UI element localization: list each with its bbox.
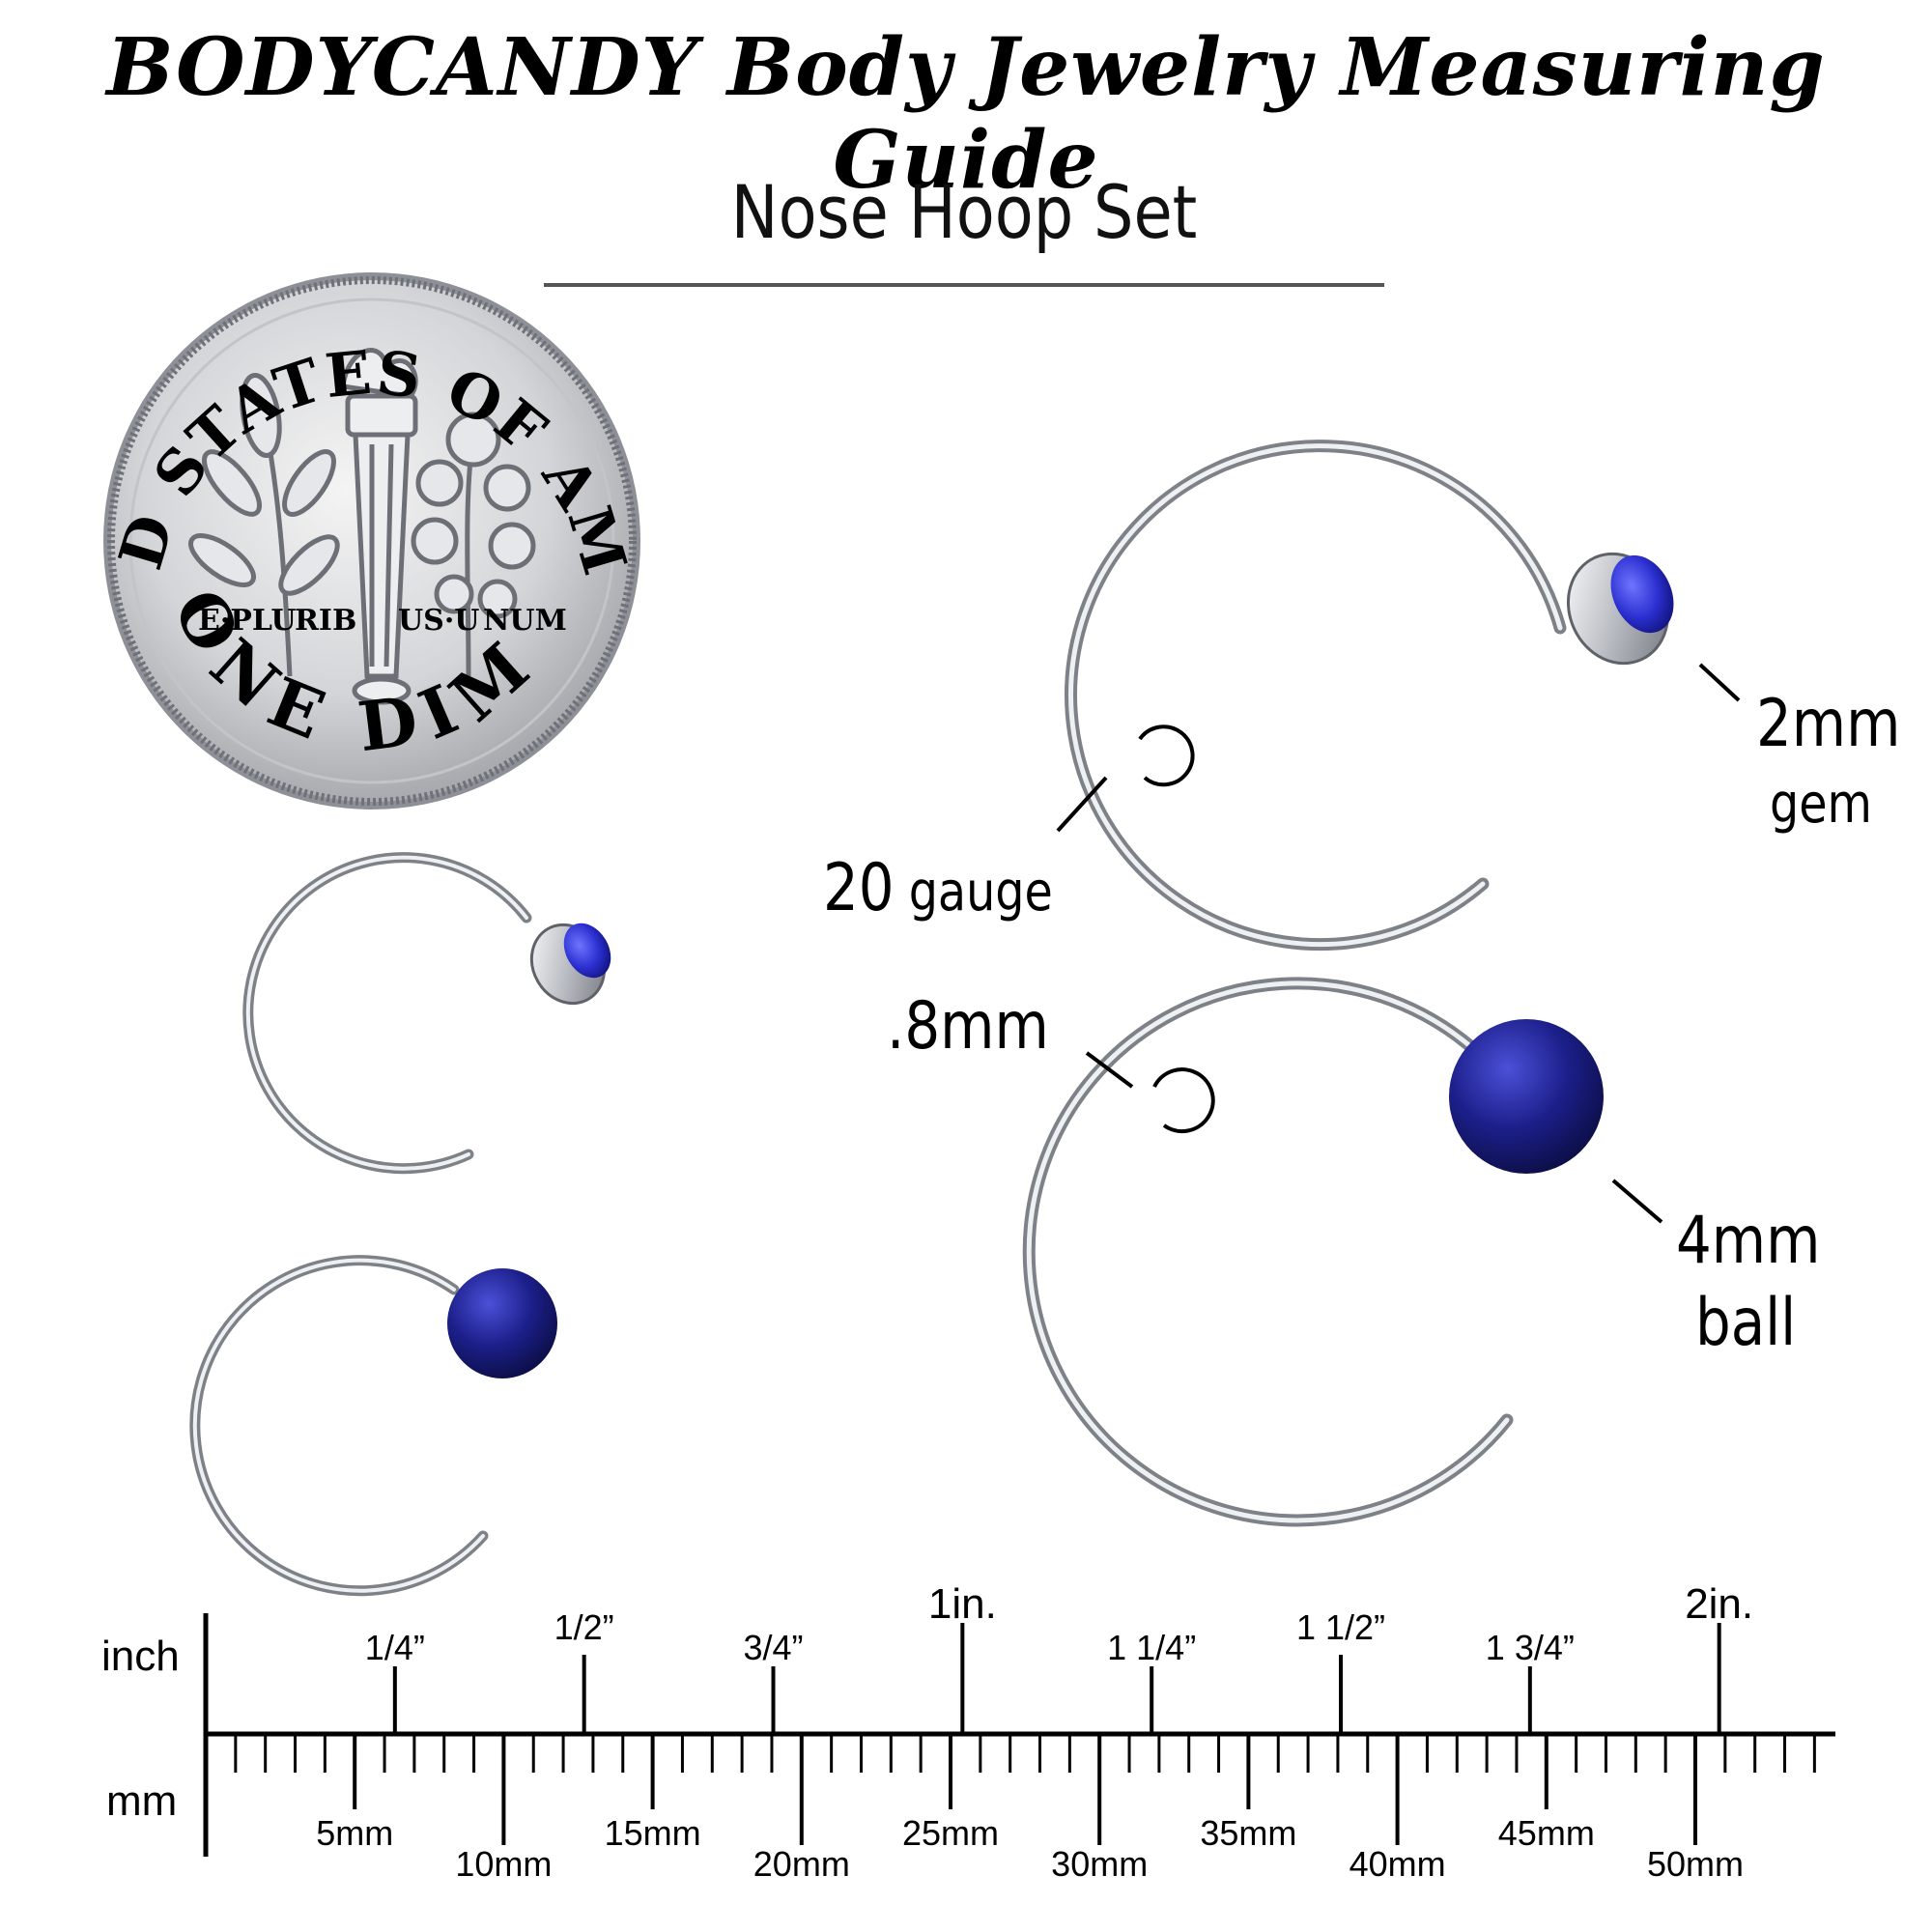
inch-tick-label: 1 3/4” — [1486, 1628, 1575, 1667]
mm-tick-label: 20mm — [753, 1844, 850, 1884]
coin-motto-1: E·PLU — [198, 604, 296, 638]
mm-tick-label: 25mm — [902, 1813, 999, 1853]
mm-tick-label: 35mm — [1200, 1813, 1296, 1853]
ruler-mm-label: mm — [106, 1777, 178, 1825]
mm-tick-label: 15mm — [605, 1813, 701, 1853]
inch-tick-label: 3/4” — [743, 1628, 803, 1667]
inch-tick-label: 1 1/2” — [1296, 1607, 1385, 1647]
guide-subtitle: Nose Hoop Set — [730, 169, 1198, 255]
coin-motto-4: NUM — [483, 604, 567, 638]
coin-motto-2: RIB — [295, 604, 356, 638]
oak-branch-icon — [411, 412, 536, 677]
ruler: 5mm10mm15mm20mm25mm30mm35mm40mm45mm50mm … — [203, 1580, 1835, 1884]
small-gem-hoop — [242, 852, 611, 1175]
mm-tick-label: 5mm — [316, 1813, 393, 1853]
small-ball-hoop — [189, 1255, 557, 1597]
mm-tick-label: 40mm — [1350, 1844, 1446, 1884]
thickness-label: .8mm — [887, 988, 1049, 1065]
gem-size-label: 2mm — [1756, 686, 1901, 762]
mm-ticks: 5mm 10mm 15mm 20mm 25mm 30mm 35mm 40mm 45mm 50mm — [234, 1734, 1816, 1884]
gauge-word: gauge — [908, 861, 1053, 923]
torch-icon — [340, 348, 418, 705]
mm-tick-label: 45mm — [1498, 1813, 1595, 1853]
inch-ticks: 1/4” 1/2” 3/4” 1in. 1 1/4” 1 1/2” 1 3/4” 2in. — [365, 1580, 1753, 1734]
mm-tick-label: 30mm — [1051, 1844, 1148, 1884]
olive-branch-icon — [188, 373, 340, 677]
gauge-number: 20 — [823, 850, 895, 926]
inch-tick-label: 1 1/4” — [1107, 1628, 1196, 1667]
small-ball-bead — [447, 1268, 557, 1378]
inch-tick-label: 2in. — [1685, 1580, 1753, 1628]
inch-tick-label: 1/2” — [554, 1607, 614, 1647]
gem-word-label: gem — [1770, 773, 1872, 836]
guide-title: BODYCANDY Body Jewelry Measuring Guide — [106, 21, 1826, 207]
ruler-inch-label: inch — [101, 1633, 180, 1680]
callout-lines — [1056, 663, 1741, 1224]
inch-tick-label: 1in. — [928, 1580, 997, 1628]
inch-tick-label: 1/4” — [365, 1628, 425, 1667]
gauge-label: 20 gauge — [823, 850, 1053, 926]
ball-size-label: 4mm — [1676, 1203, 1821, 1279]
large-ball-bead — [1449, 1019, 1604, 1174]
coin-motto-3: US·U — [398, 604, 479, 638]
large-gem-setting — [1566, 552, 1674, 666]
mm-tick-label: 10mm — [455, 1844, 552, 1884]
large-ball-hoop — [1022, 977, 1604, 1527]
subtitle-underline — [544, 283, 1384, 287]
ball-word-label: ball — [1695, 1285, 1797, 1361]
small-gem-setting — [529, 923, 611, 1006]
gauge-marker-lower — [1152, 1067, 1215, 1134]
mm-tick-label: 50mm — [1647, 1844, 1744, 1884]
gauge-marker-upper — [1138, 724, 1195, 787]
large-gem-hoop — [1065, 440, 1674, 952]
